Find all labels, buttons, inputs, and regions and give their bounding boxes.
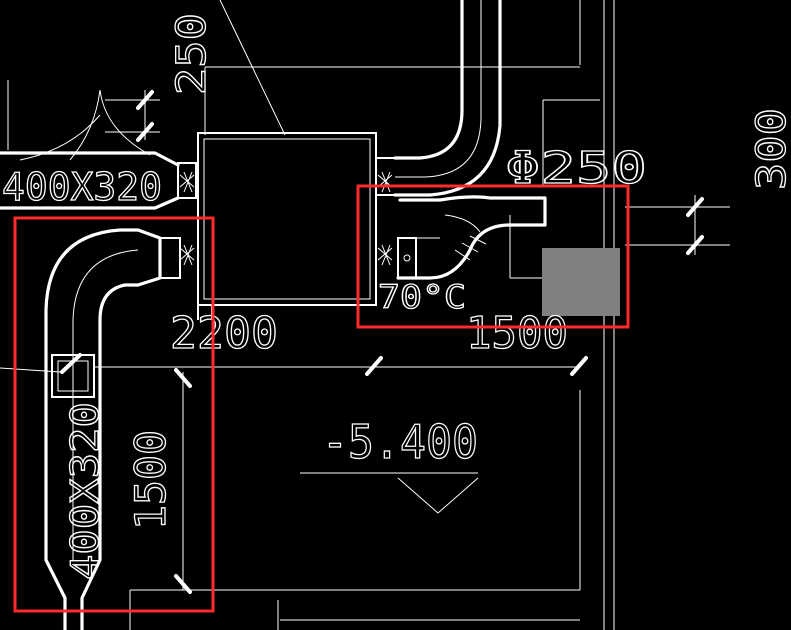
elevation-marker: -5.400 — [300, 414, 479, 514]
air-handler-unit — [197, 132, 377, 320]
dim-1500-horizontal-label: 1500 — [466, 308, 568, 359]
elevation-label: -5.400 — [322, 415, 478, 469]
dim-1500-vertical: 1500 — [125, 368, 192, 594]
dim-horizontal: 2200 1500 — [95, 307, 588, 376]
dim-300-label: 300 — [749, 108, 791, 190]
highlight-box-right-elbow — [356, 184, 630, 329]
dim-300-right: 300 — [625, 107, 791, 255]
dim-2200-label: 2200 — [170, 308, 278, 359]
damper-hatches — [179, 171, 393, 266]
duct-size-label-vertical: 400X320 — [63, 402, 107, 580]
right-lower-elbow: 70°C — [377, 195, 547, 317]
dim-250-top: 250 — [105, 12, 216, 142]
fire-damper-temp-label: 70°C — [378, 278, 466, 316]
fan-unit — [542, 248, 620, 316]
dim-1500-vertical-label: 1500 — [126, 430, 175, 530]
left-vertical-duct: 400X320 — [44, 228, 181, 630]
duct-size-label-top: 400X320 — [2, 165, 162, 209]
top-left-duct: 400X320 — [0, 151, 197, 210]
dim-250-label: 250 — [169, 13, 215, 95]
leader-curves — [19, 89, 151, 161]
right-top-elbow: Φ250 — [376, 0, 648, 197]
highlight-box-left-duct — [13, 216, 215, 613]
